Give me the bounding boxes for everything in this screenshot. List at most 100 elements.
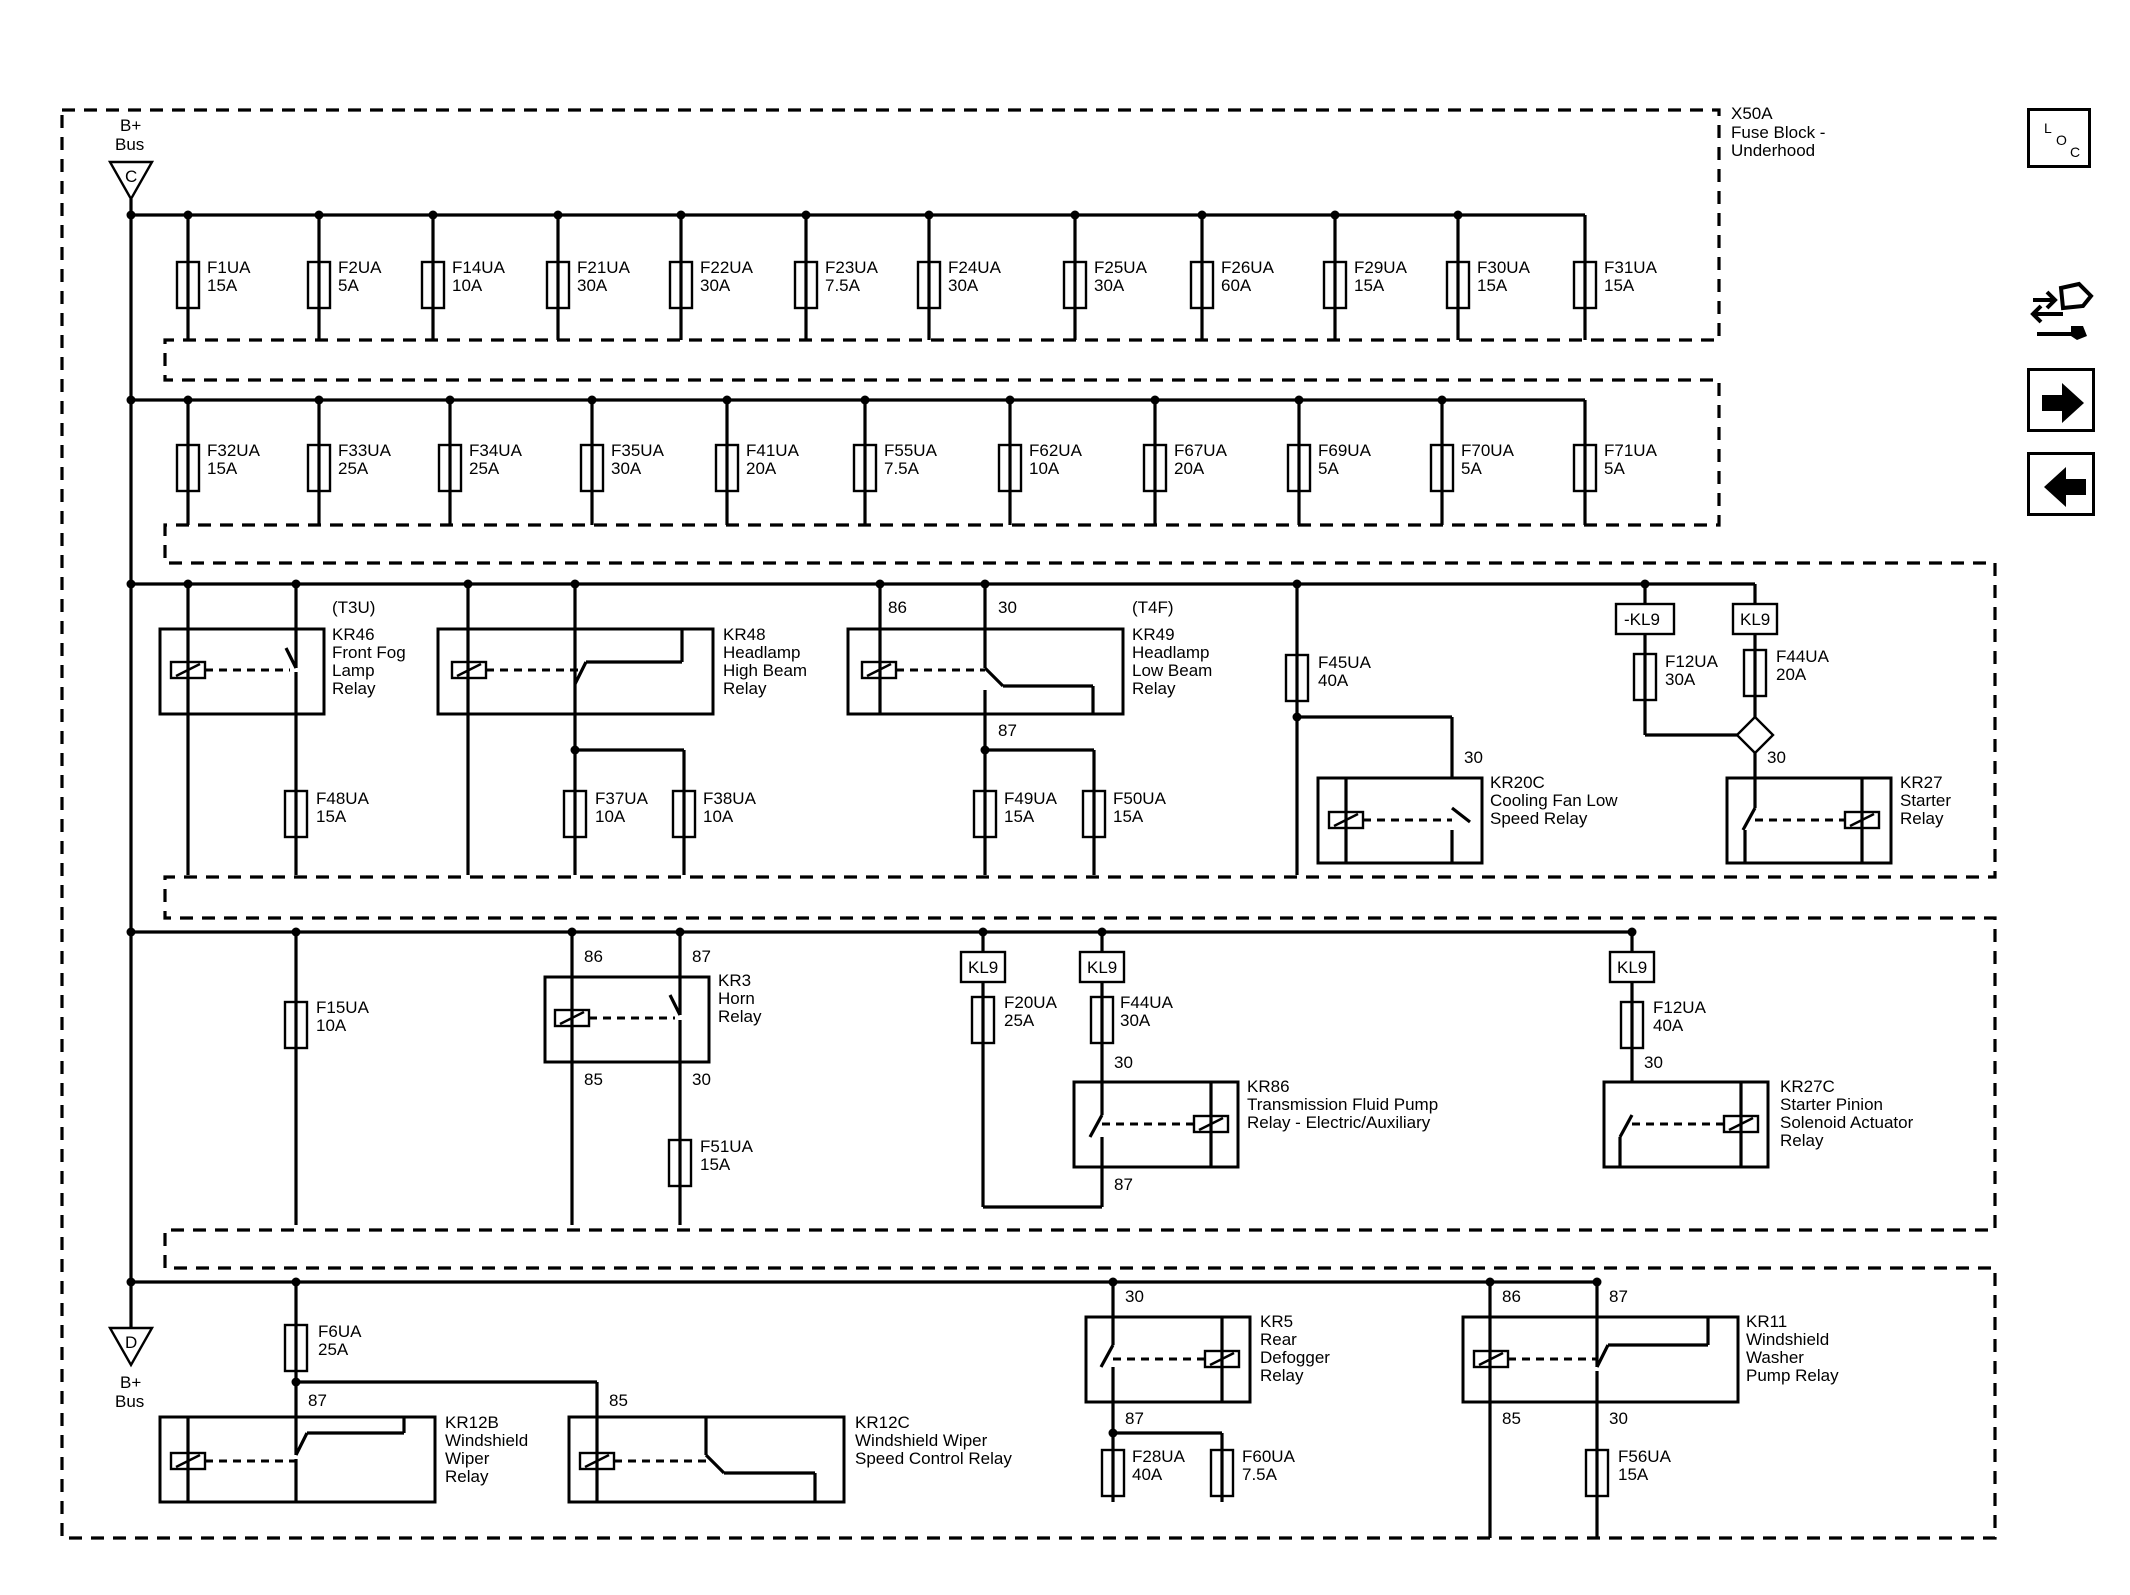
f44-name-row3: F44UA — [1776, 647, 1830, 666]
tag-kl9-b: KL9 — [1087, 958, 1117, 977]
f44-name-row4: F44UA — [1120, 993, 1174, 1012]
f51-name: F51UA — [700, 1137, 754, 1156]
kr46-l2: Lamp — [332, 661, 375, 680]
kr27-pin-30: 30 — [1767, 748, 1786, 767]
kr46-id: KR46 — [332, 625, 375, 644]
kr12b-id: KR12B — [445, 1413, 499, 1432]
f60-rating: 7.5A — [1242, 1465, 1278, 1484]
fuse-rating: 15A — [207, 276, 238, 295]
kr3-l1: Horn — [718, 989, 755, 1008]
f51-rating: 15A — [700, 1155, 731, 1174]
bus-bottom-letter: D — [125, 1333, 137, 1352]
kr5-id: KR5 — [1260, 1312, 1293, 1331]
fuse-rating: 10A — [452, 276, 483, 295]
kr27-l2: Relay — [1900, 809, 1944, 828]
svg-text:O: O — [2056, 132, 2067, 148]
fuse-rating: 15A — [1477, 276, 1508, 295]
f28-name: F28UA — [1132, 1447, 1186, 1466]
fuse-rating: 25A — [338, 459, 369, 478]
fuse-name: F35UA — [611, 441, 665, 460]
kr86-pin-87: 87 — [1114, 1175, 1133, 1194]
kr5-pin-30: 30 — [1125, 1287, 1144, 1306]
f20-rating: 25A — [1004, 1011, 1035, 1030]
kr5-pin-87: 87 — [1125, 1409, 1144, 1428]
fuse-block-name-2: Underhood — [1731, 141, 1815, 160]
fuse-name: F70UA — [1461, 441, 1515, 460]
f45-name: F45UA — [1318, 653, 1372, 672]
kr46-option: (T3U) — [332, 598, 375, 617]
kr12b-l1: Windshield — [445, 1431, 528, 1450]
fuse-rating: 30A — [700, 276, 731, 295]
kr12c-pin-85: 85 — [609, 1391, 628, 1410]
fuse-rating: 5A — [1604, 459, 1625, 478]
f45-rating: 40A — [1318, 671, 1349, 690]
kr20c-l1: Cooling Fan Low — [1490, 791, 1618, 810]
tag-kl9-row3: KL9 — [1740, 610, 1770, 629]
kr49-pin-30: 30 — [998, 598, 1017, 617]
fuse-rating: 10A — [1029, 459, 1060, 478]
f44-rating-row3: 20A — [1776, 665, 1807, 684]
kr3-id: KR3 — [718, 971, 751, 990]
fuse-name: F34UA — [469, 441, 523, 460]
f44-rating-row4: 30A — [1120, 1011, 1151, 1030]
location-icon[interactable]: L O C — [2027, 108, 2091, 168]
fuse-name: F29UA — [1354, 258, 1408, 277]
f12-name-row4: F12UA — [1653, 998, 1707, 1017]
fuse-rating: 20A — [1174, 459, 1205, 478]
kr49-l3: Relay — [1132, 679, 1176, 698]
bus-bottom-label-2: Bus — [115, 1392, 144, 1411]
svg-text:L: L — [2044, 120, 2052, 136]
kr27c-id: KR27C — [1780, 1077, 1835, 1096]
fuse-row-1: F1UA15AF2UA5AF14UA10AF21UA30AF22UA30AF23… — [175, 210, 1658, 340]
f60-name: F60UA — [1242, 1447, 1296, 1466]
kr48-l1: Headlamp — [723, 643, 801, 662]
fuse-name: F21UA — [577, 258, 631, 277]
relay-row-5: F6UA 25A 87 85 KR12B Windshield Wiper Re… — [126, 1277, 1839, 1538]
kr20c-id: KR20C — [1490, 773, 1545, 792]
fuse-name: F24UA — [948, 258, 1002, 277]
bus-top-triangle — [107, 160, 155, 202]
bus-top-label-1: B+ — [120, 116, 141, 135]
kr3-pin-85: 85 — [584, 1070, 603, 1089]
f50-name: F50UA — [1113, 789, 1167, 808]
fuse-name: F26UA — [1221, 258, 1275, 277]
kr86-l2: Relay - Electric/Auxiliary — [1247, 1113, 1431, 1132]
fuse-name: F30UA — [1477, 258, 1531, 277]
kr3-l2: Relay — [718, 1007, 762, 1026]
fuse-rating: 25A — [469, 459, 500, 478]
kr11-l1: Windshield — [1746, 1330, 1829, 1349]
kr5-l2: Defogger — [1260, 1348, 1330, 1367]
kr86-id: KR86 — [1247, 1077, 1290, 1096]
connector-tools-icon[interactable] — [2027, 278, 2097, 344]
kr5-l3: Relay — [1260, 1366, 1304, 1385]
fuse-block-id: X50A — [1731, 104, 1773, 123]
kr11-pin-30: 30 — [1609, 1409, 1628, 1428]
fuse-rating: 30A — [1094, 276, 1125, 295]
next-arrow-icon[interactable] — [2027, 368, 2095, 432]
fuse-name: F32UA — [207, 441, 261, 460]
previous-arrow-icon[interactable] — [2027, 452, 2095, 516]
bus-top-label-2: Bus — [115, 135, 144, 154]
fuse-name: F62UA — [1029, 441, 1083, 460]
kr49-l2: Low Beam — [1132, 661, 1212, 680]
kr11-l3: Pump Relay — [1746, 1366, 1839, 1385]
kr12c-l1: Windshield Wiper — [855, 1431, 988, 1450]
f50-rating: 15A — [1113, 807, 1144, 826]
f15-rating: 10A — [316, 1016, 347, 1035]
f49-rating: 15A — [1004, 807, 1035, 826]
kr27-id: KR27 — [1900, 773, 1943, 792]
